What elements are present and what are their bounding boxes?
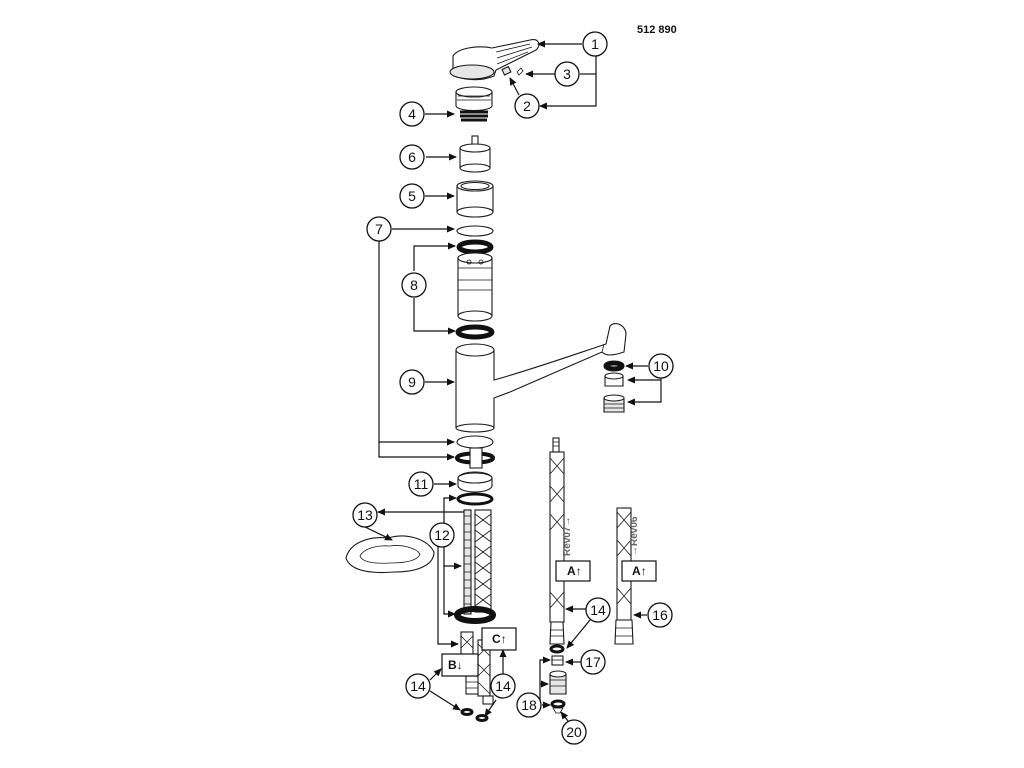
o-ring-lower [455, 324, 495, 340]
callout-14-right: 14 [585, 597, 611, 623]
hose-label-a-right-text: A↑ [632, 564, 647, 578]
callout-6: 6 [399, 144, 425, 170]
svg-text:1: 1 [591, 36, 599, 52]
washer-14-left-b [475, 714, 489, 722]
set-screw [501, 65, 512, 76]
fixing-washer [454, 606, 496, 624]
svg-text:10: 10 [653, 358, 669, 374]
svg-text:14: 14 [495, 678, 511, 694]
callout-8: 8 [401, 272, 427, 298]
callout-17: 17 [580, 649, 606, 675]
callout-7: 7 [366, 216, 392, 242]
threaded-rod [463, 509, 472, 615]
cap-nut [455, 86, 493, 122]
screw-cap [516, 67, 524, 76]
callout-20: 20 [561, 719, 587, 745]
svg-text:18: 18 [521, 697, 537, 713]
leader-lines [364, 40, 662, 722]
callout-12: 12 [429, 522, 455, 548]
svg-text:12: 12 [434, 527, 450, 543]
filter-insert [550, 699, 566, 714]
svg-text:6: 6 [408, 149, 416, 165]
faucet-body [455, 323, 627, 433]
callout-9: 9 [399, 369, 425, 395]
hose-label-c: C↑ [481, 627, 517, 651]
drawing-number: 512 890 [637, 24, 677, 36]
callout-18: 18 [516, 692, 542, 718]
lever-handle [449, 39, 540, 81]
rev-label-center: Rev07→ [562, 517, 573, 556]
washer-upper [456, 225, 494, 237]
o-ring-upper [456, 239, 494, 255]
sleeve [456, 180, 494, 218]
cartridge [459, 135, 491, 173]
hose-label-a-center-text: A↑ [567, 564, 582, 578]
callout-10: 10 [648, 353, 674, 379]
washer-lower [456, 435, 494, 449]
svg-text:14: 14 [410, 678, 426, 694]
aerator-parts [603, 360, 625, 413]
callout-2: 2 [514, 93, 540, 119]
svg-text:7: 7 [375, 221, 383, 237]
svg-text:3: 3 [563, 66, 571, 82]
washer-14-left-a [460, 708, 474, 716]
svg-text:20: 20 [566, 724, 582, 740]
callout-14-middle: 14 [490, 673, 516, 699]
svg-text:14: 14 [590, 602, 606, 618]
svg-text:16: 16 [652, 607, 668, 623]
hose-label-a-center: A↑ [555, 560, 591, 582]
hose-label-a-right: A↑ [621, 560, 657, 582]
hose-label-c-text: C↑ [492, 632, 507, 646]
svg-text:9: 9 [408, 374, 416, 390]
mounting-stud [454, 447, 496, 493]
svg-text:4: 4 [408, 106, 416, 122]
callout-13: 13 [352, 502, 378, 528]
svg-text:13: 13 [357, 507, 373, 523]
rev-label-right: →Rev06 [629, 516, 640, 556]
callout-1: 1 [582, 31, 608, 57]
callout-3: 3 [554, 61, 580, 87]
callout-4: 4 [399, 101, 425, 127]
svg-text:11: 11 [414, 476, 429, 492]
o-ring-mount [456, 492, 494, 506]
hose-label-b: B↓ [441, 653, 479, 677]
callout-5: 5 [399, 183, 425, 209]
compression-fitting [549, 670, 567, 695]
callout-11: 11 [408, 471, 434, 497]
svg-text:8: 8 [410, 277, 418, 293]
supply-hoses-under-body [474, 509, 492, 613]
callout-16: 16 [647, 602, 673, 628]
nipple [551, 655, 564, 666]
washer-14-right [549, 644, 565, 654]
callout-14-left: 14 [405, 673, 431, 699]
inner-body [457, 252, 493, 322]
svg-text:17: 17 [585, 654, 601, 670]
svg-text:2: 2 [523, 98, 531, 114]
svg-text:5: 5 [408, 188, 416, 204]
base-plate [345, 535, 435, 574]
hose-label-b-text: B↓ [448, 658, 463, 672]
